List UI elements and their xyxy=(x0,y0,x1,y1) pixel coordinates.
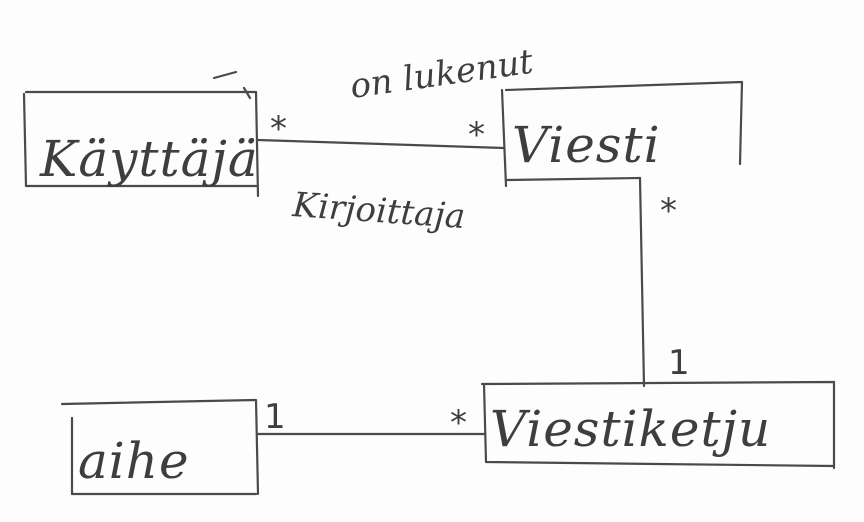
assoc-on-lukenut-label: on lukenut xyxy=(348,42,536,107)
assoc-viesti-viestiketju: * 1 xyxy=(638,176,690,388)
class-viesti: Viesti xyxy=(500,80,744,188)
assoc-kayttaja-viesti: on lukenut Kirjoittaja * * xyxy=(256,42,536,237)
class-viestiketju: Viestiketju xyxy=(480,380,836,470)
class-kayttaja-label: Käyttäjä xyxy=(39,130,259,188)
mult-aihe-viestiketju-left: 1 xyxy=(264,397,286,437)
mult-kayttaja-viesti-right: * xyxy=(468,115,485,155)
assoc-aihe-viestiketju: 1 * xyxy=(256,397,486,443)
mult-aihe-viestiketju-right: * xyxy=(450,403,467,443)
class-aihe: aihe xyxy=(60,398,260,496)
assoc-kirjoittaja-label: Kirjoittaja xyxy=(290,185,466,237)
mult-kayttaja-viesti-left: * xyxy=(270,109,287,149)
class-viesti-box xyxy=(500,80,744,188)
mult-viesti-viestiketju-top: * xyxy=(660,191,677,231)
class-viestiketju-box xyxy=(480,380,836,470)
mult-viesti-viestiketju-bottom: 1 xyxy=(668,343,690,383)
class-aihe-box xyxy=(60,398,260,496)
class-viestiketju-label: Viestiketju xyxy=(490,400,771,458)
class-kayttaja-box xyxy=(22,70,260,198)
assoc-viesti-viestiketju-line xyxy=(638,176,646,388)
class-kayttaja: Käyttäjä xyxy=(22,70,260,198)
assoc-kayttaja-viesti-line xyxy=(256,138,506,150)
class-aihe-label: aihe xyxy=(78,432,190,490)
class-viesti-label: Viesti xyxy=(512,116,661,174)
